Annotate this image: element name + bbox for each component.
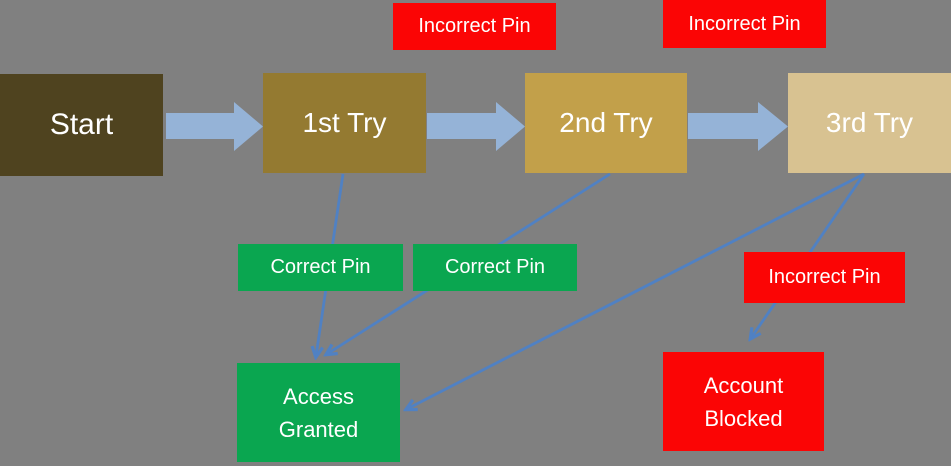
correct-pin-label-2: Correct Pin — [413, 244, 577, 291]
first-try-node: 1st Try — [263, 73, 426, 173]
second-try-node: 2nd Try — [525, 73, 687, 173]
access-granted-node: Access Granted — [237, 363, 400, 462]
incorrect-pin-label-3: Incorrect Pin — [744, 252, 905, 303]
third-try-node: 3rd Try — [788, 73, 951, 173]
incorrect-pin-label-2: Incorrect Pin — [663, 0, 826, 48]
incorrect-pin-label-1: Incorrect Pin — [393, 3, 556, 50]
block-arrow-start-to-first-try — [166, 102, 263, 151]
block-arrow-first-to-second-try — [427, 102, 525, 151]
start-node: Start — [0, 74, 163, 176]
arrow-third-try-to-access-granted — [407, 172, 865, 409]
block-arrow-second-to-third-try — [688, 102, 788, 151]
account-blocked-node: Account Blocked — [663, 352, 824, 451]
correct-pin-label-1: Correct Pin — [238, 244, 403, 291]
